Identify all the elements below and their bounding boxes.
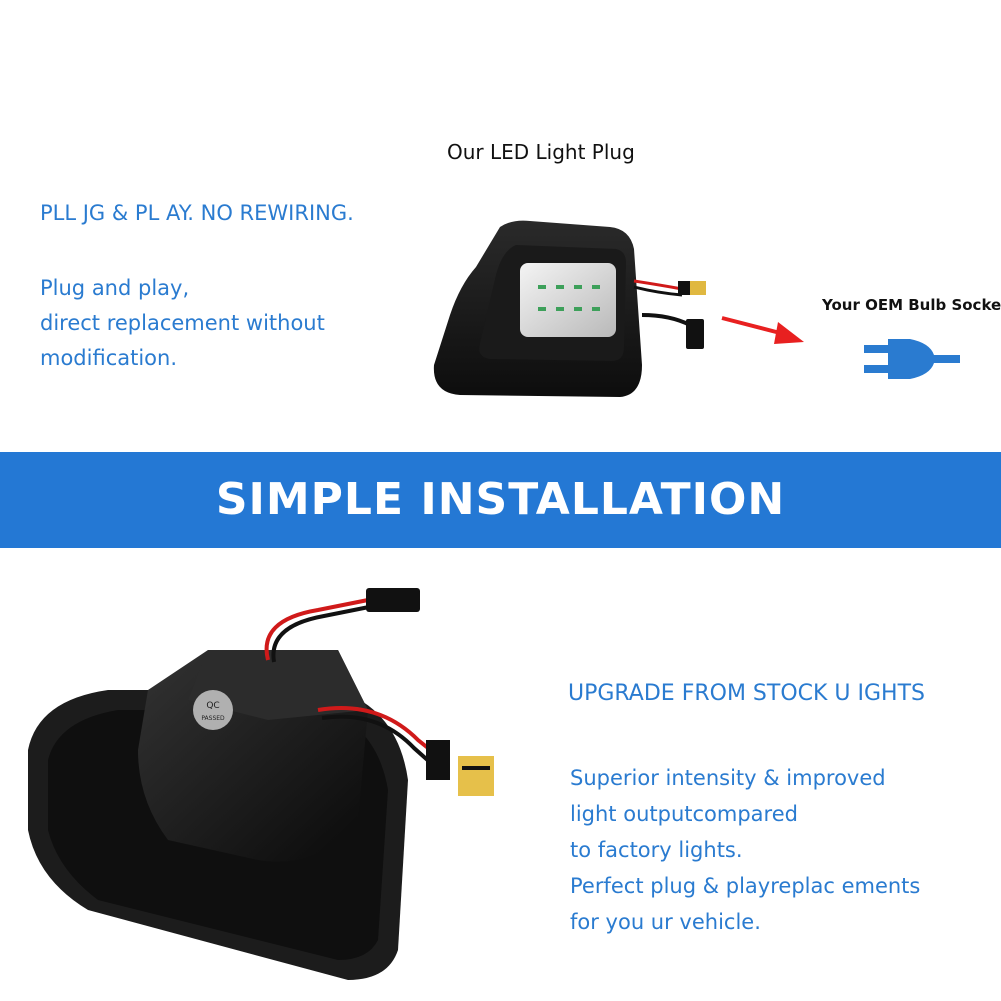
headline: PLL JG & PL AY. NO REWIRING. [40,201,354,225]
led-light-product-image [433,220,706,397]
feature-line: light outputcompared [570,802,798,826]
led-light-rear-image: QC PASSED [28,588,494,980]
qc-sticker-line2: PASSED [201,715,225,722]
qc-sticker-line1: QC [206,701,219,711]
feature-list: Superior intensity & improved light outp… [570,760,920,940]
arrow-right-icon [721,316,804,344]
feature-line: to factory lights. [570,838,743,862]
socket-label: Your OEM Bulb Socket [822,296,1001,314]
product-label: Our LED Light Plug [447,140,635,164]
description-line: modification. [40,346,178,370]
feature-line: Superior intensity & improved [570,766,886,790]
banner-title: SIMPLE INSTALLATION [215,474,786,525]
upgrade-title: UPGRADE FROM STOCK U IGHTS [568,681,926,706]
feature-line: Perfect plug & playreplac ements [570,874,921,898]
description: Plug and play, direct replacement withou… [40,271,325,376]
feature-line: for you ur vehicle. [570,910,761,934]
banner: SIMPLE INSTALLATION [0,452,1001,548]
description-line: direct replacement without [40,311,325,335]
plug-icon [864,339,960,379]
description-line: Plug and play, [40,276,190,300]
